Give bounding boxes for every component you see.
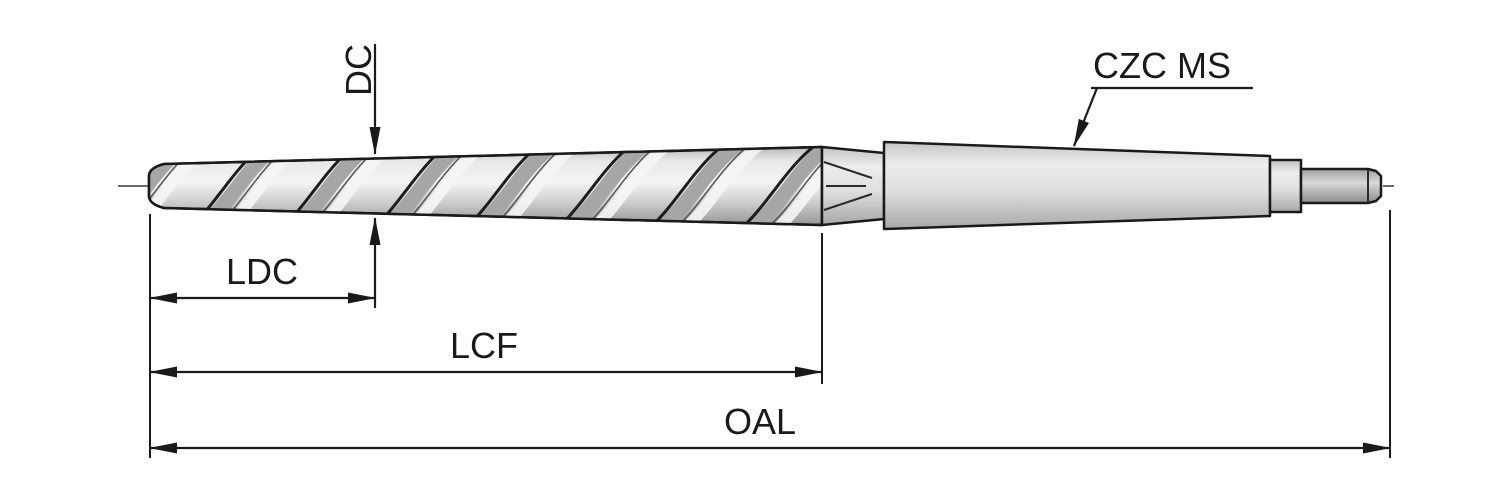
label-ldc: LDC <box>226 251 298 292</box>
runout-line <box>823 193 873 211</box>
label-lcf: LCF <box>450 325 518 366</box>
czc-ms-leader <box>1072 87 1099 147</box>
dimension-oal: OAL <box>149 401 1391 454</box>
dimension-lcf: LCF <box>149 325 823 378</box>
taper-shank <box>882 140 1272 231</box>
callout-czc-ms: CZC MS <box>1072 45 1253 147</box>
label-oal: OAL <box>724 401 796 442</box>
flute-spirals <box>149 147 822 225</box>
shank-tang <box>1299 167 1383 205</box>
label-czc-ms: CZC MS <box>1093 45 1231 86</box>
label-dc: DC <box>338 44 379 96</box>
reamer-tool <box>147 140 1383 231</box>
runout-line <box>823 161 873 179</box>
dimension-ldc: LDC <box>149 251 376 304</box>
shank-step <box>1268 158 1303 214</box>
